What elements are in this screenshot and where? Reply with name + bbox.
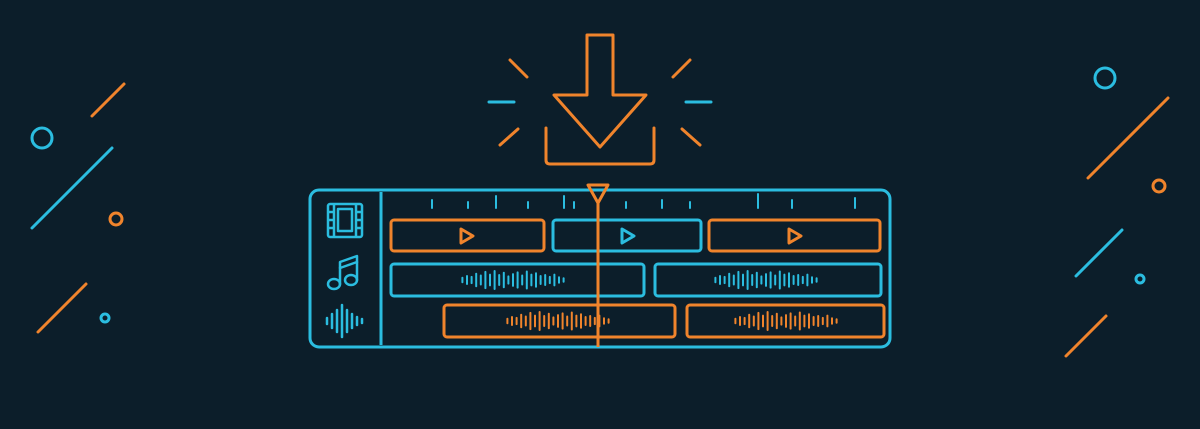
deco-line	[32, 148, 112, 228]
deco-line	[1076, 230, 1122, 276]
deco-ring	[1153, 180, 1165, 192]
timeline-panel	[310, 190, 890, 347]
burst-rays	[489, 60, 711, 145]
music-clip	[655, 264, 881, 296]
waveform-icon	[327, 305, 362, 337]
play-icon	[789, 229, 801, 243]
play-icon	[461, 229, 473, 243]
download-arrow-icon	[546, 35, 654, 164]
deco-ring	[1136, 275, 1144, 283]
deco-line	[1066, 316, 1106, 356]
deco-line	[1088, 98, 1168, 178]
decorations-right	[1066, 68, 1168, 356]
audio-track	[444, 305, 884, 337]
video-clip	[391, 220, 544, 251]
video-clip	[709, 220, 880, 251]
film-icon	[328, 204, 362, 237]
deco-line	[92, 84, 124, 116]
audio-clip	[444, 305, 675, 337]
deco-ring	[101, 314, 109, 322]
music-clip	[391, 264, 644, 296]
music-note-icon	[328, 256, 357, 289]
decorations-left	[32, 84, 124, 332]
playhead-icon	[588, 185, 608, 347]
deco-ring	[110, 213, 122, 225]
music-clip-waveform	[462, 271, 563, 289]
music-track	[391, 264, 881, 296]
deco-ring	[32, 128, 52, 148]
deco-ring	[1095, 68, 1115, 88]
video-clip	[553, 220, 701, 251]
play-icon	[622, 229, 634, 243]
audio-clip	[687, 305, 884, 337]
video-track	[391, 220, 880, 251]
audio-clip-waveform	[735, 312, 836, 330]
timeline-ruler	[432, 194, 855, 208]
audio-clip-waveform	[507, 312, 608, 330]
music-clip-waveform	[715, 271, 816, 289]
deco-line	[38, 284, 86, 332]
